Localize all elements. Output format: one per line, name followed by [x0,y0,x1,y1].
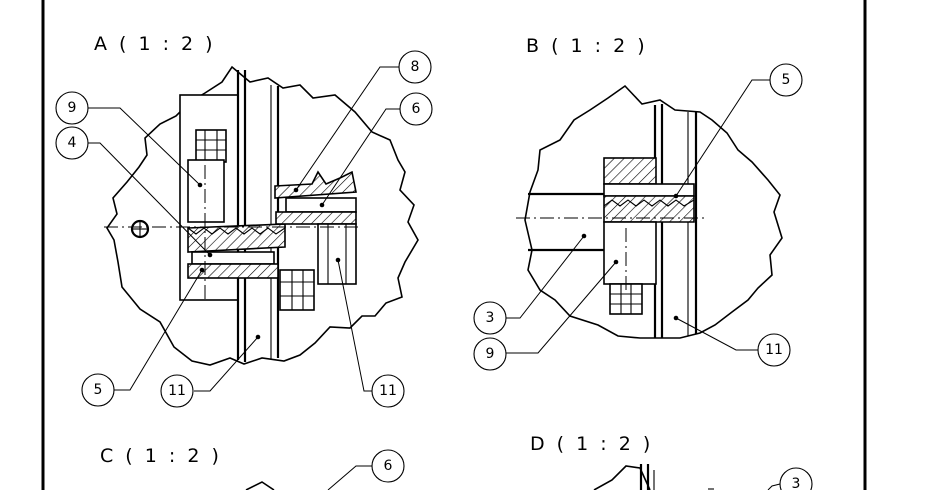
view-a-break-outline [106,65,419,366]
view-a-callout-11-left: 11 [160,374,194,408]
svg-text:11: 11 [379,383,397,399]
svg-text:5: 5 [94,382,103,398]
view-b-callout-9: 9 [473,337,507,371]
drawing-frame [41,0,867,490]
view-a-callout-5: 5 [81,373,115,407]
view-a-title: A ( 1 : 2 ) [94,33,216,55]
view-a-callout-9: 9 [55,91,89,125]
view-b-callout-5: 5 [769,63,803,97]
svg-text:3: 3 [486,310,495,326]
svg-text:9: 9 [486,346,495,362]
svg-text:6: 6 [412,101,421,117]
view-a-callout-6: 6 [399,92,433,126]
view-c-break-outline [245,481,275,490]
view-a-nut-lower [279,269,315,311]
view-a-callout-8: 8 [398,50,432,84]
svg-text:5: 5 [782,72,791,88]
view-d-title: D ( 1 : 2 ) [530,433,653,455]
view-a-callout-11-right: 11 [371,374,405,408]
view-c-callout-6: 6 [371,449,405,483]
view-a-nut-right [317,223,357,285]
detail-view-a: A ( 1 : 2 ) [55,33,433,408]
svg-text:3: 3 [792,476,801,490]
detail-view-b: B ( 1 : 2 ) 5 [473,35,803,371]
view-b-upper-hatch [603,157,657,185]
view-b-thread-insert [603,195,695,223]
svg-text:6: 6 [384,458,393,474]
view-d-break-outline [593,465,651,490]
view-a-pin [191,251,275,265]
view-b-stud [603,221,657,285]
svg-text:8: 8 [411,59,420,75]
svg-text:4: 4 [68,135,77,151]
view-c-title: C ( 1 : 2 ) [100,445,222,467]
svg-text:11: 11 [168,383,186,399]
view-b-callout-11: 11 [757,333,791,367]
detail-view-c: C ( 1 : 2 ) 6 [100,445,405,490]
svg-text:9: 9 [68,100,77,116]
view-b-callout-3: 3 [473,301,507,335]
view-a-thread-insert [187,223,286,253]
view-b-title: B ( 1 : 2 ) [526,35,648,57]
view-a-bolt-top [195,129,227,163]
detail-view-d: D ( 1 : 2 ) 3 [530,433,813,490]
view-a-callout-4: 4 [55,126,89,160]
svg-text:11: 11 [765,342,783,358]
view-a-lower-hatch [187,263,279,279]
view-a-sleeve-hatch [275,211,357,225]
view-d-callout-3: 3 [779,467,813,490]
view-a-stud [187,159,225,223]
